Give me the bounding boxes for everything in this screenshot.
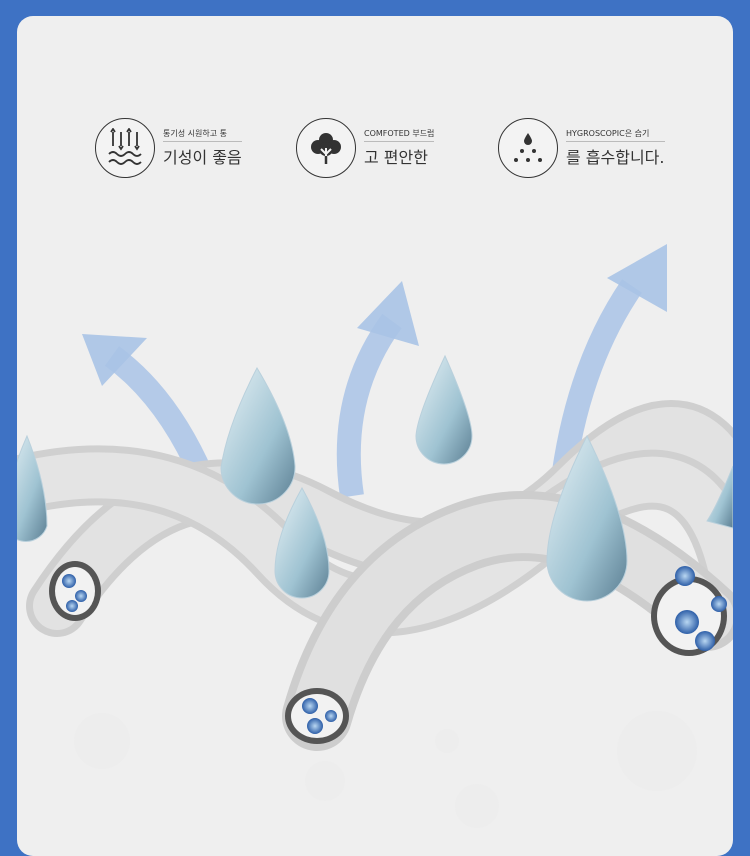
fibers [17, 400, 733, 751]
fiber-cross-sections [49, 561, 727, 744]
fabric-illustration [17, 244, 733, 828]
feature-breathable-title: 기성이 좋음 [163, 148, 242, 167]
product-panel: 통기성 시원하고 통 기성이 좋음 COMFOTED 부드럽 고 편안한 HYG… [17, 16, 733, 856]
feature-hygroscopic-title: 를 흡수합니다. [566, 148, 665, 167]
background-bubbles [74, 711, 697, 828]
breathable-icon [95, 118, 155, 178]
moisture-icon [498, 118, 558, 178]
feature-hygroscopic-subtitle: HYGROSCOPIC은 습기 [566, 128, 665, 142]
arrow-heads [82, 244, 667, 386]
feature-comfort-subtitle: COMFOTED 부드럽 [364, 128, 435, 142]
cotton-icon [296, 118, 356, 178]
water-droplets [17, 354, 733, 602]
feature-breathable-subtitle: 통기성 시원하고 통 [163, 128, 242, 142]
feature-hygroscopic: HYGROSCOPIC은 습기 를 흡수합니다. [498, 118, 665, 178]
feature-comfort-title: 고 편안한 [364, 148, 428, 167]
feature-breathable: 통기성 시원하고 통 기성이 좋음 [95, 118, 242, 178]
feature-comfort: COMFOTED 부드럽 고 편안한 [296, 118, 435, 178]
